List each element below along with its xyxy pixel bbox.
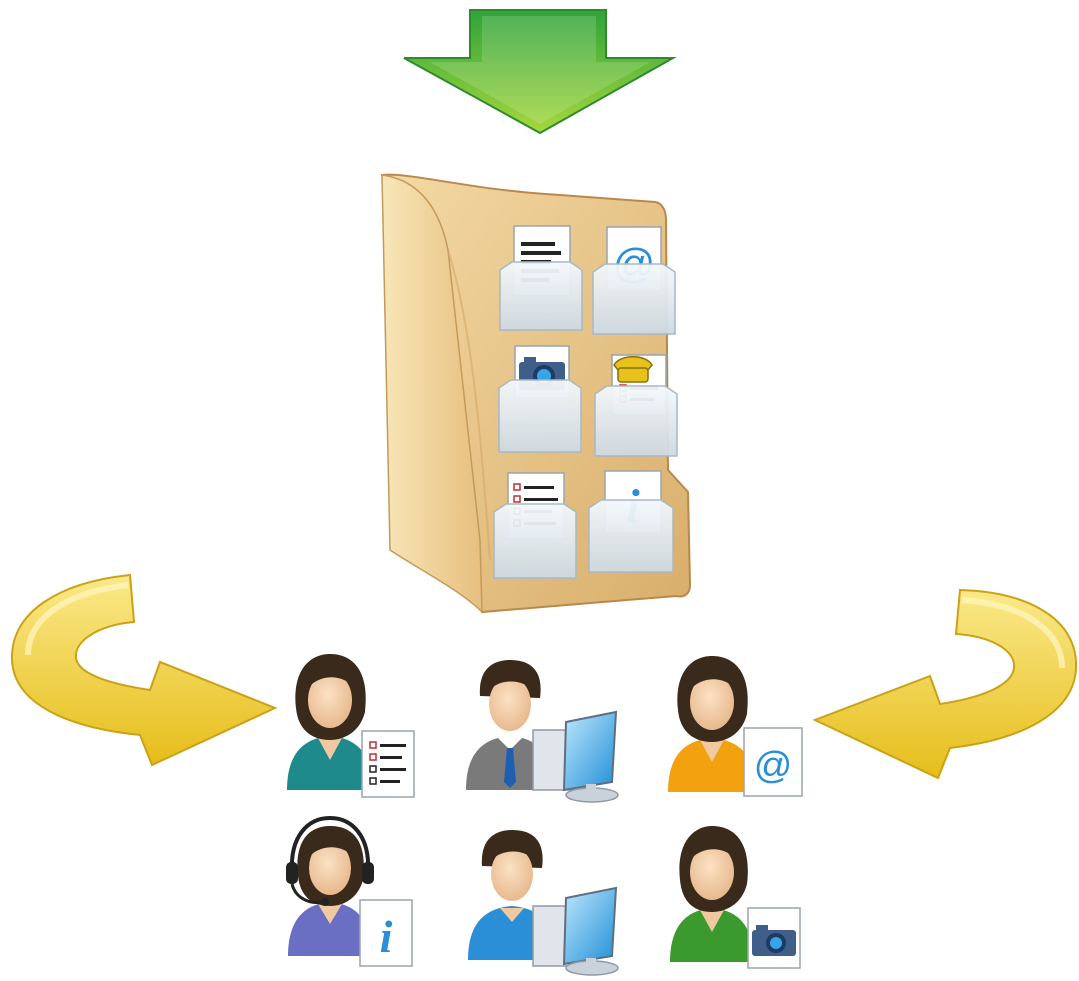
folder-pocket-checklist-document (493, 472, 577, 579)
folder-pocket-telephone-checklist (594, 354, 678, 457)
person-woman-camera (670, 826, 801, 969)
woman-icon (287, 654, 373, 790)
curved-arrow-left-icon (10, 573, 278, 767)
person-shirt (668, 738, 756, 792)
folder-pocket-email-document: @ (592, 226, 676, 335)
computer-icon (532, 710, 619, 803)
down-arrow-icon (403, 9, 677, 135)
person-woman-checklist (287, 654, 415, 798)
support-agent-headset-icon (286, 815, 374, 956)
person-support-agent-info: i (286, 815, 413, 967)
businessman-icon (466, 660, 554, 790)
person-businessman-computer (466, 660, 619, 803)
folder-pocket-camera (498, 345, 582, 453)
email-at-glyph: @ (754, 745, 793, 787)
folder-pocket-text-document (499, 225, 583, 331)
person-shirt (670, 908, 754, 962)
woman-icon (670, 826, 754, 962)
curved-arrow-right-icon (812, 588, 1078, 780)
telephone-icon (613, 356, 653, 383)
checklist-document-icon (361, 730, 415, 798)
folder-pocket-info-document: i (588, 470, 674, 573)
camera-icon (752, 925, 796, 956)
person-man-computer (468, 830, 619, 976)
person-shirt (287, 736, 373, 790)
woman-icon (668, 656, 756, 792)
person-woman-email: @ (668, 656, 803, 797)
info-i-glyph: i (380, 911, 393, 962)
camera-document-icon (747, 907, 801, 969)
person-shirt (288, 902, 372, 956)
email-document-icon: @ (743, 727, 803, 797)
computer-icon (532, 886, 619, 976)
info-document-icon: i (359, 899, 413, 967)
